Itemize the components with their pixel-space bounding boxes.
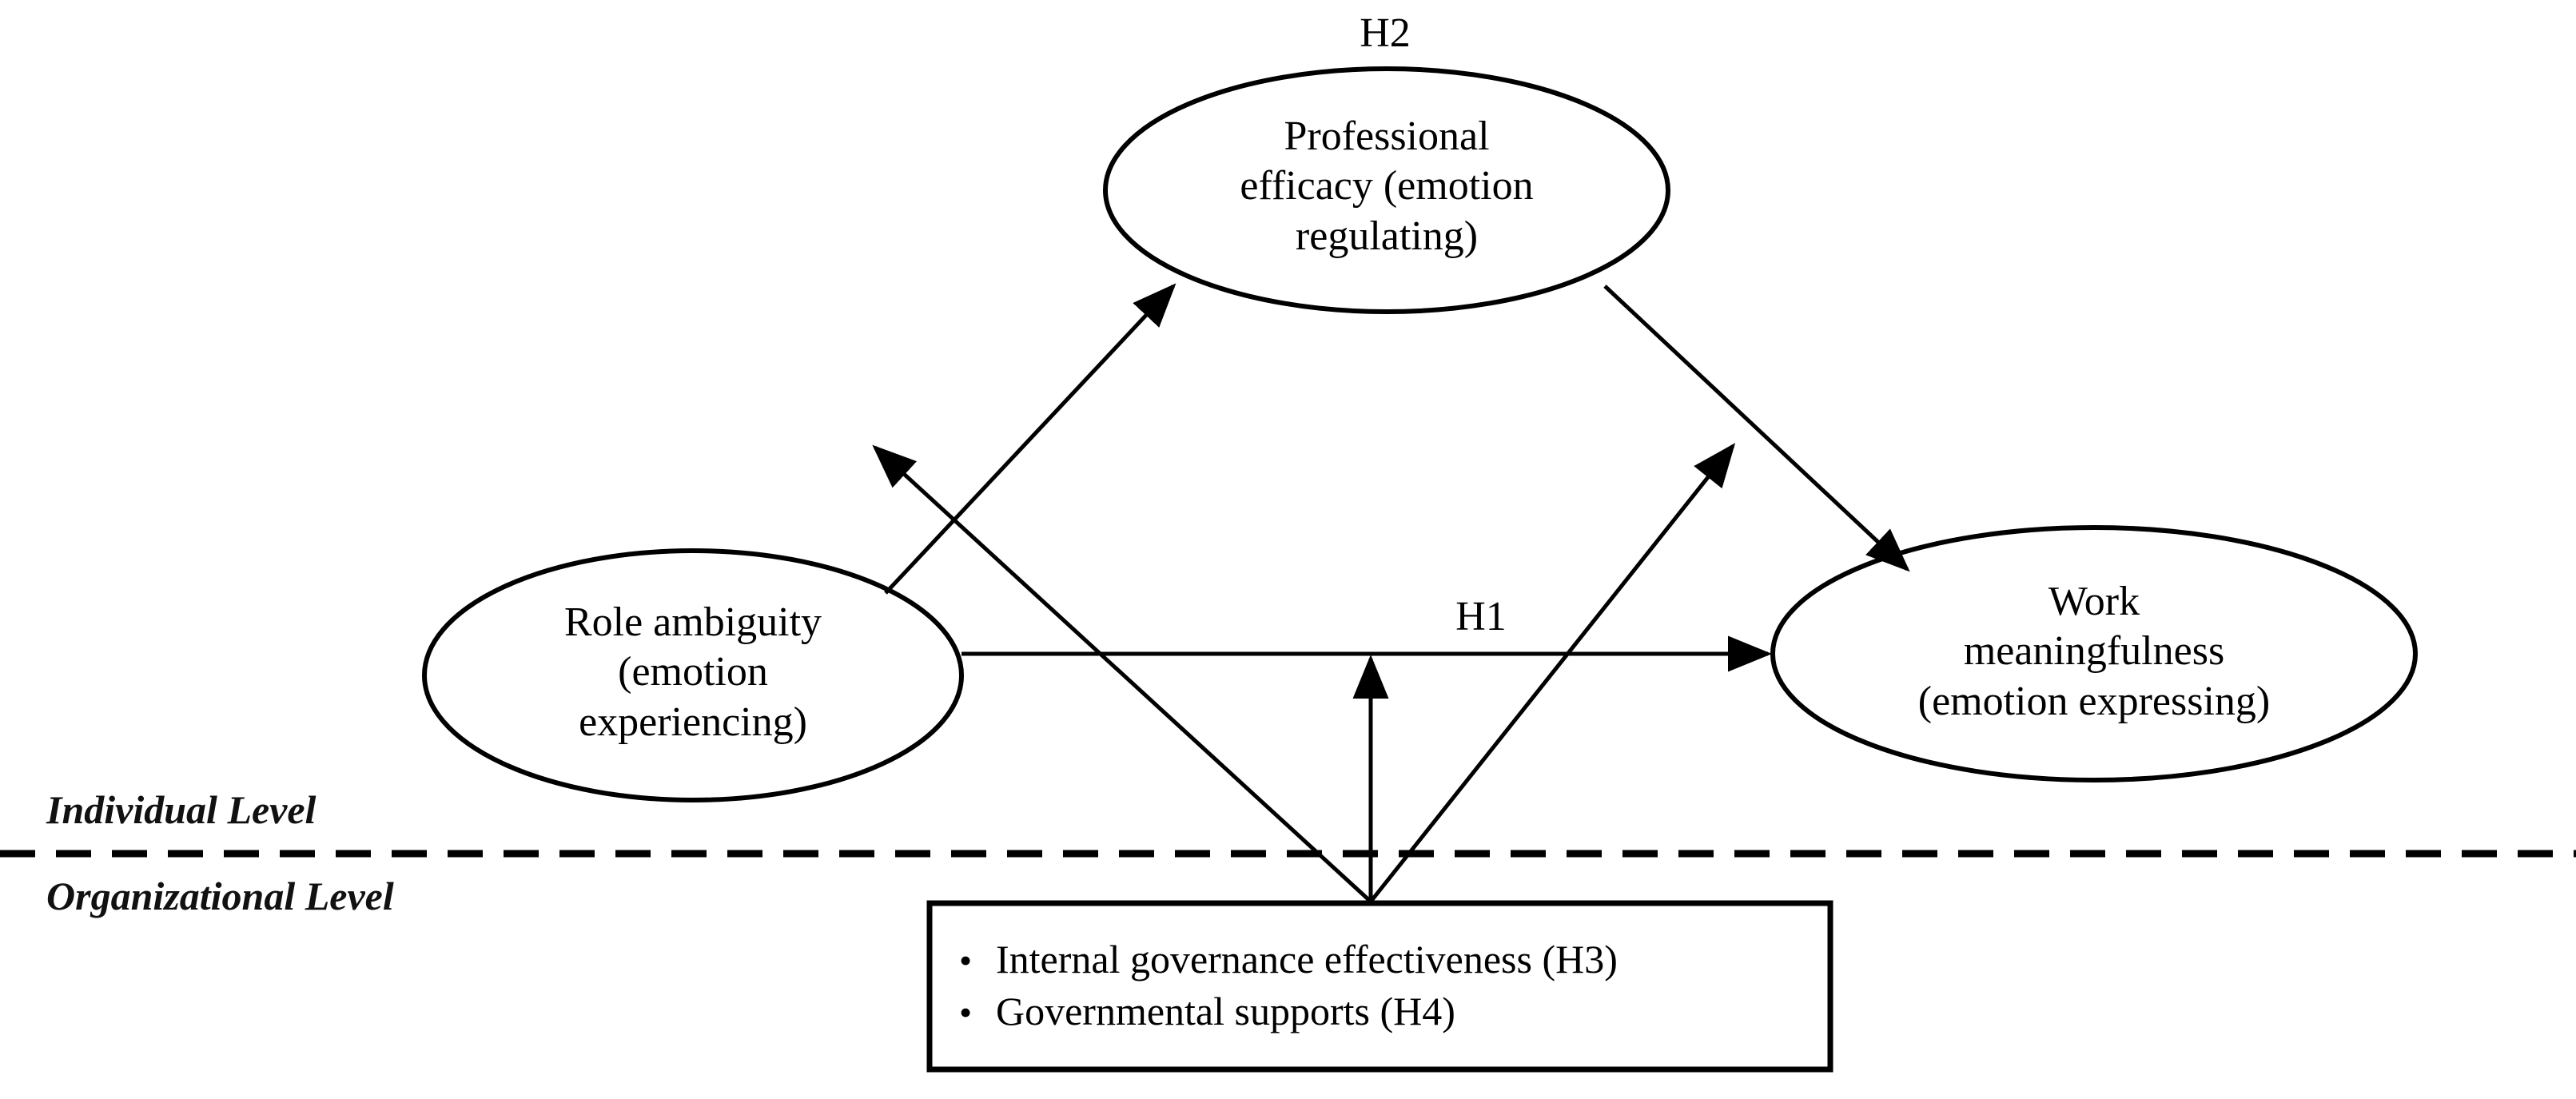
list-item[interactable]: • Internal governance effectiveness (H3) — [959, 934, 1798, 986]
node-role-ambiguity[interactable] — [422, 548, 964, 802]
bullet-point-icon: • — [959, 992, 973, 1033]
node-work-meaningfulness[interactable] — [1770, 525, 2418, 782]
arrow-org-box-to-work-meaningfulness-path[interactable] — [1369, 443, 1736, 903]
hypothesis-label-h2: H2 — [1360, 10, 1411, 56]
level-label-organizational: Organizational Level — [46, 874, 394, 918]
organizational-factors-list: • Internal governance effectiveness (H3)… — [959, 934, 1798, 1037]
node-professional-efficacy[interactable] — [1103, 66, 1670, 314]
organizational-factors-box[interactable] — [926, 900, 1833, 1073]
arrow-h2-professional-efficacy-to-work-meaningfulness[interactable] — [1603, 285, 1910, 572]
list-item-label: Internal governance effectiveness (H3) — [996, 937, 1618, 982]
list-item[interactable]: • Governmental supports (H4) — [959, 986, 1798, 1037]
level-label-individual: Individual Level — [46, 787, 317, 832]
arrow-h2-role-ambiguity-to-professional-efficacy[interactable] — [884, 283, 1177, 595]
arrow-org-box-to-professional-efficacy[interactable] — [872, 444, 1372, 903]
list-item-label: Governmental supports (H4) — [996, 989, 1455, 1033]
hypothesis-label-h1: H1 — [1455, 594, 1507, 639]
bullet-point-icon: • — [959, 940, 973, 981]
